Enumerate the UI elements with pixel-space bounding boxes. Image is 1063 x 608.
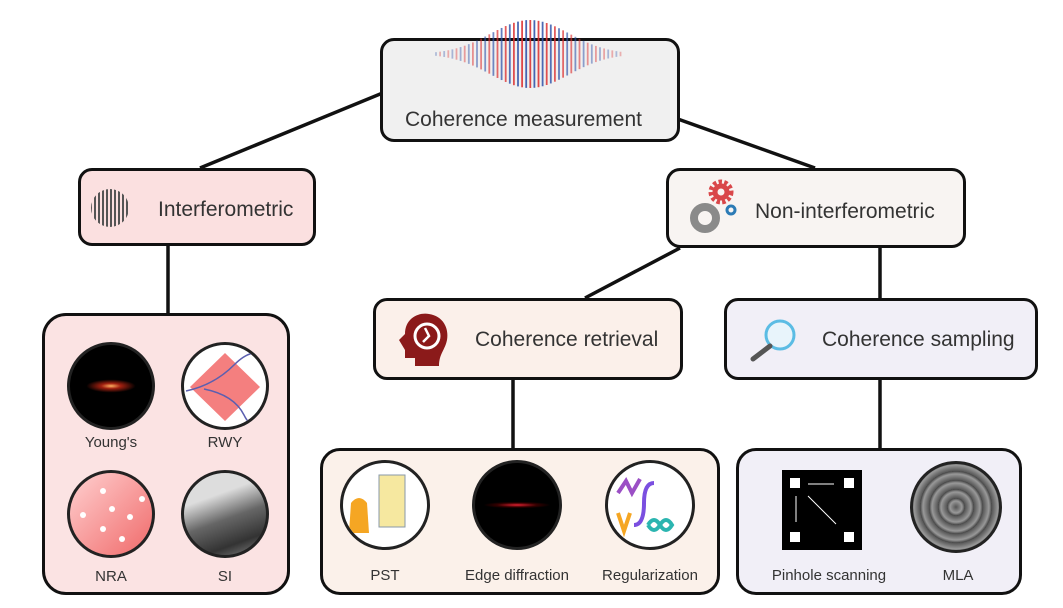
youngs-label: Young's [84, 434, 138, 451]
nra-label: NRA [95, 568, 127, 585]
pst-image [340, 460, 430, 550]
pinhole-scanning-image [782, 470, 862, 550]
fringe-stripe [91, 189, 92, 227]
fringe-stripe [126, 189, 128, 227]
edge-diffraction-image [472, 460, 562, 550]
pst-label: PST [370, 567, 400, 584]
fringe-stripe [110, 189, 112, 227]
magnifier-icon [750, 319, 796, 362]
gears-icon [690, 179, 737, 233]
fringe-stripe [102, 189, 104, 227]
fringe-stripe [98, 189, 100, 227]
non-interferometric-node [666, 168, 966, 248]
coherence-retrieval-label: Coherence retrieval [475, 328, 659, 351]
interferometric-node [78, 168, 316, 246]
fringe-stripe [114, 189, 116, 227]
fringe-stripe [94, 189, 96, 227]
fringe-stripe [122, 189, 124, 227]
rwy-image [181, 342, 269, 430]
fringe-icon [91, 189, 128, 227]
edge-diffraction-label: Edge diffraction [465, 567, 569, 584]
mla-label: MLA [942, 567, 974, 584]
si-image [181, 470, 269, 558]
coherence-sampling-label: Coherence sampling [822, 328, 1015, 351]
pinhole-scanning-label: Pinhole scanning [771, 567, 887, 584]
wave-packet-icon [435, 20, 622, 88]
regularization-image [605, 460, 695, 550]
rwy-label: RWY [207, 434, 243, 451]
fringe-stripe [118, 189, 120, 227]
mla-image [910, 461, 1002, 553]
regularization-label: Regularization [602, 567, 698, 584]
head-clock-icon [399, 313, 448, 366]
nra-image [67, 470, 155, 558]
non-interferometric-label: Non-interferometric [755, 200, 935, 223]
youngs-image [67, 342, 155, 430]
fringe-stripe [106, 189, 108, 227]
interferometric-label: Interferometric [158, 198, 294, 221]
si-label: SI [217, 568, 233, 585]
root-label: Coherence measurement [405, 108, 642, 131]
